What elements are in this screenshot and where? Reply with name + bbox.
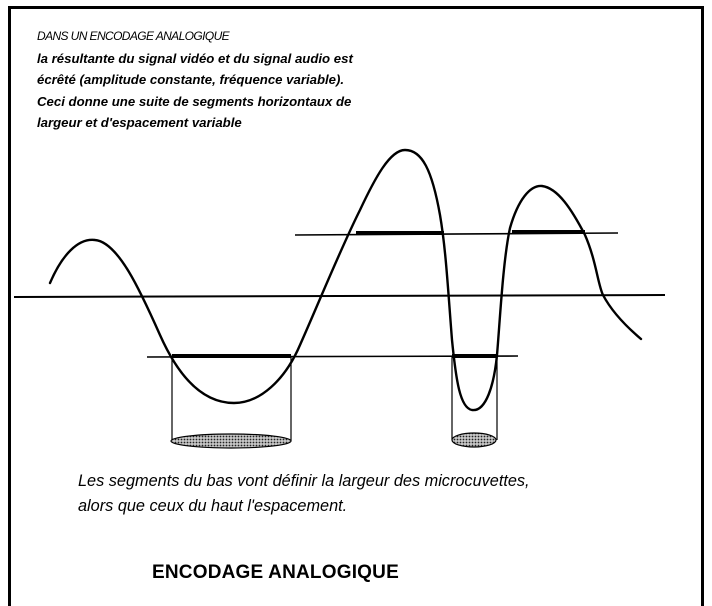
header-line-2: écrêté (amplitude constante, fréquence v…: [37, 72, 345, 87]
caption-line-2: alors que ceux du haut l'espacement.: [78, 497, 348, 515]
microcuvette-1: [170, 433, 292, 449]
caption-text-block: Les segments du bas vont définir la larg…: [78, 469, 710, 519]
caption-line-1: Les segments du bas vont définir la larg…: [78, 472, 530, 490]
figure-title: ENCODAGE ANALOGIQUE: [152, 562, 399, 583]
header-line-1: la résultante du signal vidéo et du sign…: [37, 50, 353, 66]
header-line-4: largeur et d'espacement variable: [37, 115, 242, 130]
microcuvette-2: [451, 432, 497, 448]
header-title: DANS UN ENCODAGE ANALOGIQUE: [37, 29, 230, 43]
header-line-3: Ceci donne une suite de segments horizon…: [37, 93, 352, 109]
header-text-block: DANS UN ENCODAGE ANALOGIQUE la résultant…: [37, 26, 477, 134]
signal-waveform: [48, 148, 643, 412]
page-border: [8, 6, 704, 606]
zero-axis-line: [13, 294, 666, 298]
